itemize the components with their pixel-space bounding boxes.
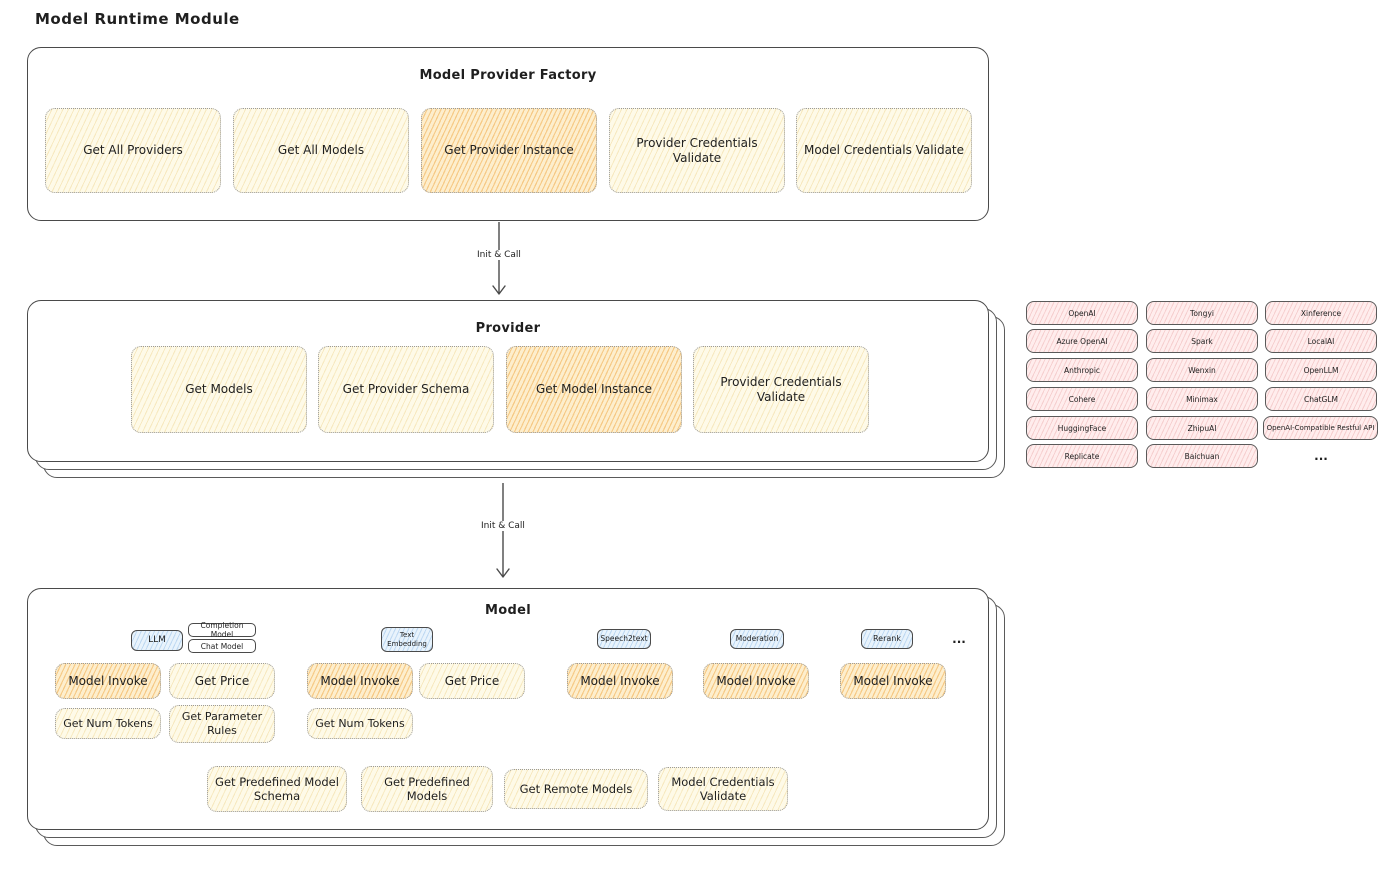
provider-item-get-models: Get Models [131,346,307,433]
provider-pill-tongyi: Tongyi [1146,301,1258,325]
provider-pill-cohere: Cohere [1026,387,1138,411]
provider-pill-wenxin: Wenxin [1146,358,1258,382]
model-get-predefined-models: Get Predefined Models [361,766,493,812]
model-get-predefined-model-schema: Get Predefined Model Schema [207,766,347,812]
model-llm-model-invoke: Model Invoke [55,663,161,699]
factory-item-get-provider-instance: Get Provider Instance [421,108,597,193]
provider-pill-openllm: OpenLLM [1265,358,1377,382]
down-arrow-icon [496,483,510,578]
provider-pill-minimax: Minimax [1146,387,1258,411]
provider-pill-localai: LocalAI [1265,329,1377,353]
arrow2-label: Init & Call [477,521,529,531]
model-embedding-get-price: Get Price [419,663,525,699]
provider-title: Provider [475,321,541,336]
provider-item-provider-credentials-validate: Provider Credentials Validate [693,346,869,433]
provider-pill-anthropic: Anthropic [1026,358,1138,382]
tab-completion-model: Completion Model [188,621,256,639]
model-moderation-model-invoke: Model Invoke [703,663,809,699]
model-llm-get-parameter-rules: Get Parameter Rules [169,705,275,743]
tab-speech2text: Speech2text [597,629,651,649]
tab-moderation: Moderation [730,629,784,649]
model-title: Model [485,603,531,618]
arrow-factory-to-provider [489,222,509,298]
factory-item-get-all-providers: Get All Providers [45,108,221,193]
model-speech2text-model-invoke: Model Invoke [567,663,673,699]
page-title: Model Runtime Module [35,10,240,28]
provider-pill-spark: Spark [1146,329,1258,353]
factory-item-provider-credentials-validate: Provider Credentials Validate [609,108,785,193]
provider-item-get-model-instance: Get Model Instance [506,346,682,433]
provider-pill-zhipuai: ZhipuAI [1146,416,1258,440]
provider-pill-replicate: Replicate [1026,444,1138,468]
down-arrow-icon [492,222,506,295]
tab-llm: LLM [131,630,183,651]
arrow-provider-to-model [493,483,513,581]
model-panel: Model LLM Completion Model Chat Model Te… [27,588,989,830]
model-rerank-model-invoke: Model Invoke [840,663,946,699]
provider-pill-openai-compatible-restful-api: OpenAI-Compatible Restful API [1263,416,1378,440]
tab-text-embedding: Text Embedding [381,627,433,652]
provider-pill-huggingface: HuggingFace [1026,416,1138,440]
model-llm-get-price: Get Price [169,663,275,699]
provider-list-ellipsis: ... [1314,449,1328,463]
factory-panel: Model Provider Factory Get All Providers… [27,47,989,221]
provider-item-get-provider-schema: Get Provider Schema [318,346,494,433]
model-get-remote-models: Get Remote Models [504,769,648,809]
provider-panel: Provider Get Models Get Provider Schema … [27,300,989,462]
model-embedding-model-invoke: Model Invoke [307,663,413,699]
tab-chat-model: Chat Model [188,639,256,653]
provider-pill-xinference: Xinference [1265,301,1377,325]
provider-pill-azure-openai: Azure OpenAI [1026,329,1138,353]
provider-pill-chatglm: ChatGLM [1265,387,1377,411]
factory-item-get-all-models: Get All Models [233,108,409,193]
tab-rerank: Rerank [861,629,913,649]
provider-pill-openai: OpenAI [1026,301,1138,325]
model-llm-get-num-tokens: Get Num Tokens [55,708,161,739]
model-model-credentials-validate: Model Credentials Validate [658,767,788,811]
model-tabs-ellipsis: ... [952,632,966,646]
model-embedding-get-num-tokens: Get Num Tokens [307,708,413,739]
provider-pill-baichuan: Baichuan [1146,444,1258,468]
factory-item-model-credentials-validate: Model Credentials Validate [796,108,972,193]
arrow1-label: Init & Call [473,250,525,260]
factory-title: Model Provider Factory [419,68,597,83]
